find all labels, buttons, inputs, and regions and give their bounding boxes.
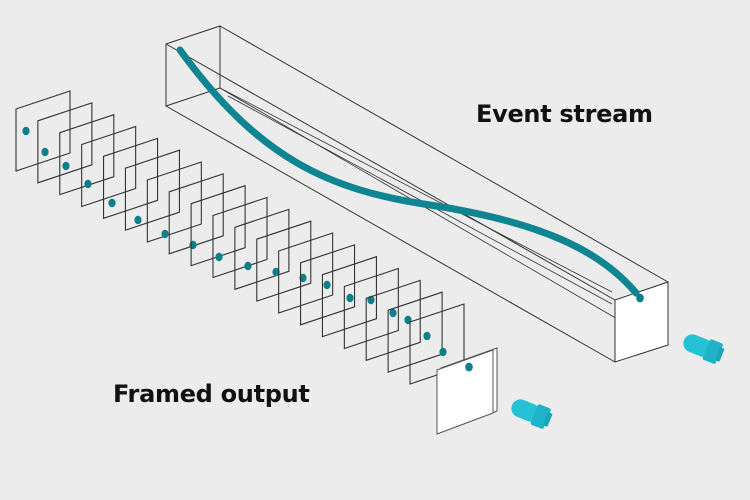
frame-event-dot bbox=[346, 293, 354, 303]
frame-outline bbox=[234, 208, 290, 291]
frame-camera-icon bbox=[511, 399, 553, 429]
frame-event-dot bbox=[41, 147, 49, 157]
frame-outline bbox=[387, 291, 443, 373]
output-frame bbox=[436, 349, 494, 435]
frame-outline bbox=[168, 173, 224, 255]
frame-event-dot bbox=[439, 347, 447, 357]
framed-output-stack bbox=[15, 90, 498, 435]
frame-event-dot bbox=[323, 280, 331, 290]
frame-outline bbox=[256, 220, 312, 302]
camera-body bbox=[511, 399, 541, 422]
prism-rail bbox=[219, 87, 613, 293]
frame-event-dot bbox=[189, 240, 197, 250]
frame-event-dot bbox=[299, 273, 307, 283]
prism-edge bbox=[165, 105, 616, 363]
prism-edge bbox=[219, 25, 669, 283]
cameras bbox=[511, 334, 725, 429]
camera-back bbox=[543, 412, 553, 427]
frame-outline bbox=[190, 184, 246, 267]
frame-outline bbox=[37, 102, 93, 184]
camera-body bbox=[683, 334, 713, 357]
event-stream-label: Event stream bbox=[476, 100, 653, 128]
frame-event-dot bbox=[161, 229, 169, 239]
framed-output-label: Framed output bbox=[113, 380, 310, 408]
event-stream-prism bbox=[165, 25, 669, 363]
frame-outline bbox=[300, 244, 356, 326]
frame-event-dot bbox=[272, 267, 280, 277]
frame-event-dot bbox=[244, 261, 252, 271]
frame-outline bbox=[146, 161, 202, 243]
frame-event-dot bbox=[134, 215, 142, 225]
frame-outline bbox=[278, 232, 334, 314]
stream-end-dot bbox=[636, 293, 644, 303]
frame-event-dot bbox=[215, 252, 223, 262]
camera-back bbox=[715, 347, 725, 362]
frame-outline bbox=[81, 125, 137, 208]
frame-event-dot bbox=[62, 161, 70, 171]
frame-event-dot bbox=[423, 331, 431, 341]
frame-outline bbox=[321, 255, 377, 338]
frame-outline bbox=[59, 113, 115, 196]
frame-event-dot bbox=[108, 198, 116, 208]
event-stream-curve bbox=[176, 46, 640, 297]
frame-outline bbox=[124, 149, 180, 231]
frame-outline bbox=[15, 90, 71, 172]
frame-outline bbox=[103, 137, 159, 220]
output-frame-dot bbox=[465, 362, 473, 372]
prism-edge bbox=[165, 43, 616, 301]
event-camera-icon bbox=[683, 334, 725, 364]
frame-event-dot bbox=[389, 308, 397, 318]
frame-event-dot bbox=[84, 179, 92, 189]
prism-edge bbox=[219, 87, 663, 346]
frame-outline bbox=[365, 279, 421, 362]
frame-event-dot bbox=[22, 126, 30, 136]
frame-outline bbox=[212, 196, 268, 279]
prism-front-face bbox=[614, 281, 669, 363]
frame-outline bbox=[343, 267, 399, 350]
